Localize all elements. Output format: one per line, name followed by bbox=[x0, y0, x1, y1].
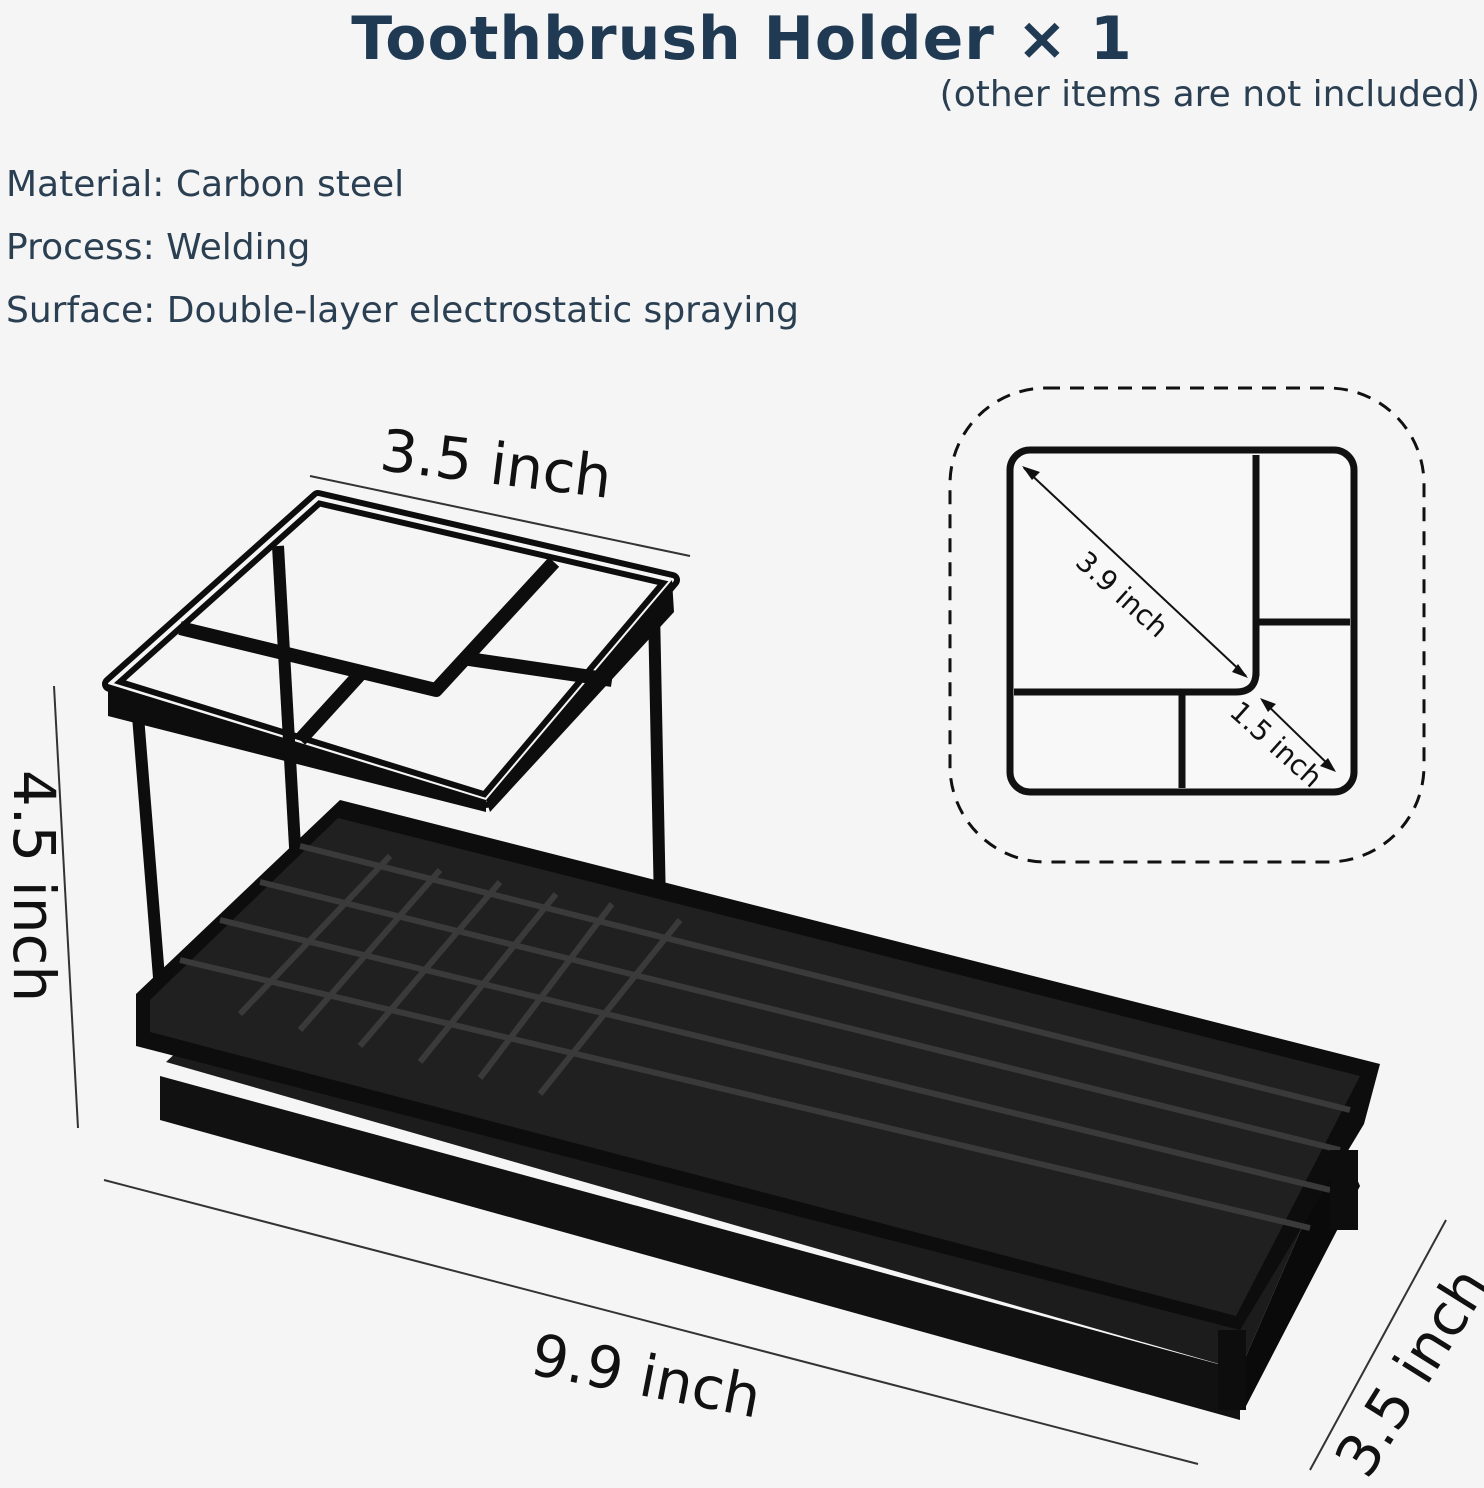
dim-line-depth bbox=[1309, 1219, 1447, 1471]
dim-height-label: 4.5 inch bbox=[0, 769, 69, 1003]
dim-line-top-width bbox=[309, 475, 691, 557]
spec-process: Process: Welding bbox=[6, 227, 311, 268]
spec-surface: Surface: Double-layer electrostatic spra… bbox=[6, 290, 800, 331]
holder-legs bbox=[132, 545, 666, 991]
top-view-inset bbox=[948, 386, 1426, 864]
holder-top-frame-edge bbox=[108, 684, 486, 812]
holder-top-frame bbox=[102, 490, 680, 808]
dim-line-height bbox=[53, 685, 79, 1129]
not-included-note: (other items are not included) bbox=[939, 74, 1480, 115]
dim-line-length bbox=[103, 1179, 1199, 1465]
spec-material: Material: Carbon steel bbox=[6, 164, 405, 205]
product-title: Toothbrush Holder × 1 bbox=[351, 4, 1133, 74]
base-tray bbox=[136, 800, 1380, 1420]
diagonal-arrow bbox=[1023, 467, 1247, 677]
cell-arrow bbox=[1261, 699, 1335, 771]
